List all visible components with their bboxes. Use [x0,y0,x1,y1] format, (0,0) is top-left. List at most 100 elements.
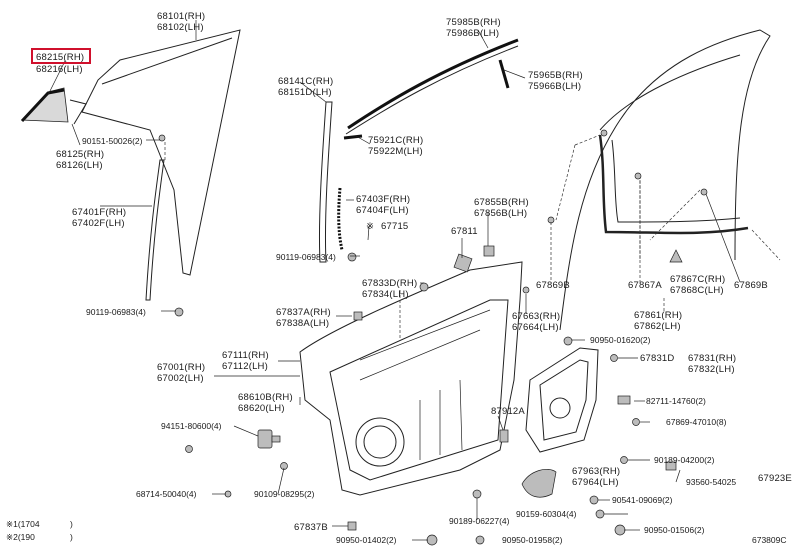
trim-panel-hole [549,397,571,419]
body-silhouette [555,144,781,261]
fastener-90189b [620,456,628,464]
fastener-67831D [610,354,618,362]
label-68125: 68125(RH) [56,149,104,160]
label-75921C: 75921C(RH) [368,135,423,146]
label-67867A: 67867A [628,280,662,291]
label-90189b: 90189-04200(2) [654,455,715,465]
fastener-67663 [522,286,530,294]
label-90541: 90541-09069(2) [612,495,673,505]
label-67861: 67861(RH) [634,310,682,321]
label-90950a: 90950-01402(2) [336,535,397,545]
footnote-1: ※1(1704 [6,519,40,529]
fastener-90950a [426,534,438,546]
footnote-1-close: ) [70,519,73,529]
glass-inner-edge [101,37,233,85]
label-marker-star: ※ [366,221,374,232]
moulding-75985B-lower [345,45,519,135]
label-67869: 67869-47010(8) [666,417,727,427]
label-68714: 68714-50040(4) [136,489,197,499]
run-channel-67401F [145,159,165,301]
fastener-90119b [347,252,357,262]
seal-68125 [69,99,87,125]
label-75965B: 75965B(RH) [528,70,583,81]
weatherstrip-67861-inner [611,139,741,223]
bracket-87912A [499,429,509,443]
diagram-code: 673809C [752,535,787,545]
label-67811: 67811 [451,226,478,237]
label-67838A: 67838A(LH) [276,318,329,329]
label-90189a: 90189-06227(4) [449,516,510,526]
quarter-glass-seal [20,88,65,123]
label-67404F: 67404F(LH) [356,205,409,216]
fastener-67869B-right [700,188,708,196]
fastener-90541 [589,495,599,505]
label-90119b: 90119-06983(4) [276,252,336,262]
label-68610B: 68610B(RH) [238,392,293,403]
label-67964: 67964(LH) [572,477,619,488]
body-opening [559,29,771,331]
label-90950c: 90950-01620(2) [590,335,651,345]
fastener-94151 [185,445,193,453]
footnote-2-close: ) [70,532,73,542]
hinge-bolt [271,435,281,443]
moulding-75921C [343,134,363,140]
label-67002: 67002(LH) [157,373,204,384]
label-67001: 67001(RH) [157,362,205,373]
trim-panel-67831 [525,347,599,453]
label-68216: 68216(LH) [36,64,83,75]
fastener-90159 [595,509,605,519]
label-67832: 67832(LH) [688,364,735,375]
speaker-hole-inner [363,425,397,459]
label-67403F: 67403F(RH) [356,194,410,205]
label-93560: 93560-54025 [686,477,736,487]
channel-67403F [337,187,344,251]
body-opening-inner [599,54,741,131]
door-glass [81,29,241,276]
label-67831D: 67831D [640,353,674,364]
clip-67855B [483,245,495,257]
label-87912A: 87912A [491,406,525,417]
label-67833D: 67833D(RH) [362,278,417,289]
handle-67963 [521,469,557,498]
label-67868C: 67868C(LH) [670,285,724,296]
highlight-box [31,48,91,64]
moulding-75985B [347,38,519,130]
fastener-67867C [669,249,683,263]
label-68102: 68102(LH) [157,22,204,33]
label-67663: 67663(RH) [512,311,560,322]
label-67862: 67862(LH) [634,321,681,332]
weatherstrip-67861 [598,134,749,235]
label-67112: 67112(LH) [222,361,268,372]
label-75922M: 75922M(LH) [368,146,423,157]
label-67963: 67963(RH) [572,466,620,477]
label-67869B-right: 67869B [734,280,768,291]
label-67923E: 67923E [758,473,792,484]
label-68141C: 68141C(RH) [278,76,333,87]
fastener-82711 [617,395,631,405]
fastener-90189a [472,489,482,499]
label-90109: 90109-08295(2) [254,489,315,499]
label-68151D: 68151D(LH) [278,87,332,98]
fastener-67869 [632,418,640,426]
leader-lines [47,20,741,541]
label-67869B-left: 67869B [536,280,570,291]
label-67402F: 67402F(LH) [72,218,125,229]
fastener-67867A [634,172,642,180]
clip-67811 [453,253,473,273]
label-67856B: 67856B(LH) [474,208,527,219]
fastener-67837B [347,521,357,531]
part-labels: 68101(RH) 68102(LH) 68215(RH) 68216(LH) … [6,11,792,545]
label-75986B: 75986B(LH) [446,28,499,39]
fastener-90151 [158,134,166,142]
footnote-2: ※2(190 [6,532,35,542]
label-68101: 68101(RH) [157,11,205,22]
door-panel [299,261,523,496]
label-68126: 68126(LH) [56,160,103,171]
label-68215: 68215(RH) [36,52,84,63]
door-inner [329,299,509,481]
label-90159: 90159-60304(4) [516,509,577,519]
fastener-90119a [174,307,184,317]
fastener-67833D [419,282,429,292]
label-75966B: 75966B(LH) [528,81,581,92]
